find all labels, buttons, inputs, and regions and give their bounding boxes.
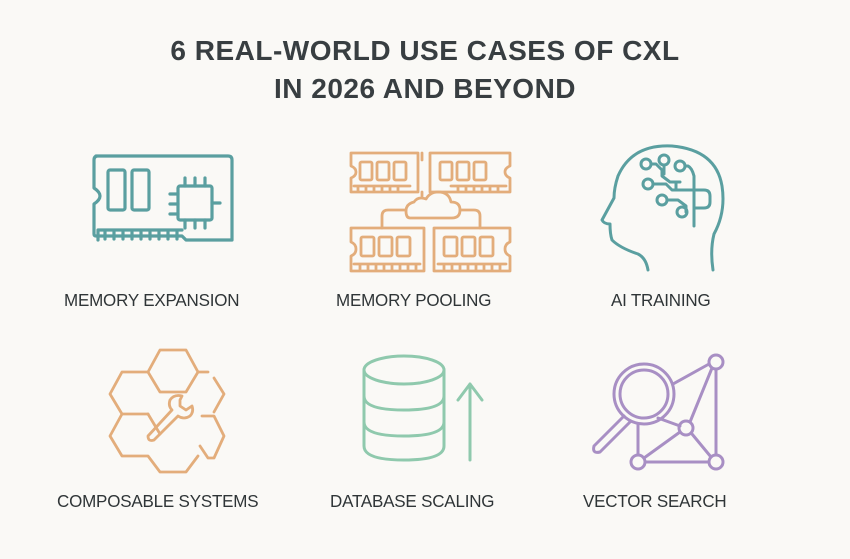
title-line-2: IN 2026 AND BEYOND (273, 73, 577, 104)
memory-module-chip-icon (90, 152, 240, 248)
magnifier-graph-icon (588, 350, 728, 474)
use-case-label: MEMORY EXPANSION (64, 290, 240, 311)
use-case-label: DATABASE SCALING (330, 491, 495, 512)
title-line-1: 6 REAL-WORLD USE CASES OF CXL (170, 35, 680, 66)
page-title: 6 REAL-WORLD USE CASES OF CXL IN 2026 AN… (0, 32, 850, 108)
ai-brain-head-icon (598, 142, 728, 274)
use-case-label: AI TRAINING (611, 290, 711, 311)
hexagon-wrench-icon (104, 346, 232, 474)
database-arrow-up-icon (360, 352, 490, 464)
use-case-label: MEMORY POOLING (336, 290, 492, 311)
memory-pool-cloud-icon (348, 150, 516, 274)
use-case-label: COMPOSABLE SYSTEMS (57, 491, 259, 512)
use-case-label: VECTOR SEARCH (583, 491, 727, 512)
